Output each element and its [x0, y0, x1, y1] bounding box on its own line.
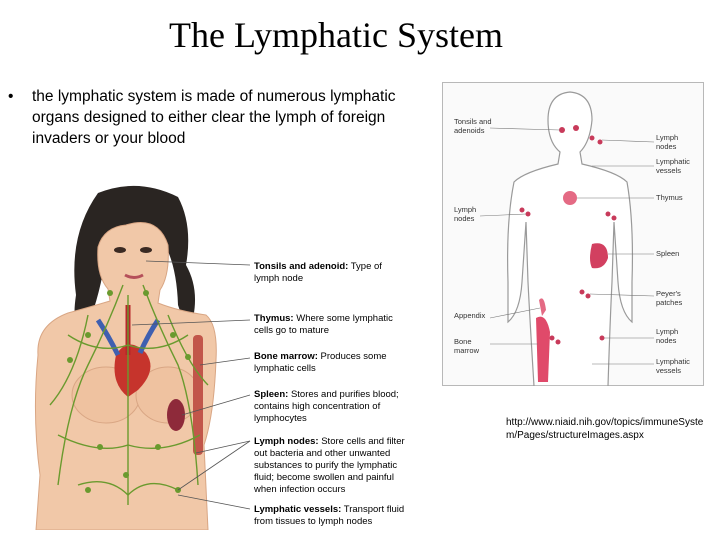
label-lymphatic-vessels-2: vessels [656, 166, 681, 175]
callout-bone-marrow-bold: Bone marrow: [254, 351, 318, 362]
svg-text:Tonsils and adenoid: Type of: Tonsils and adenoid: Type of [254, 261, 382, 272]
label-peyers-1: Peyer's [656, 289, 681, 298]
bullet-symbol: • [8, 88, 14, 105]
label-lymph-nodes-left-1: Lymph [454, 205, 476, 214]
label-thymus: Thymus [656, 193, 683, 202]
appendix-shape [539, 298, 546, 316]
callout-lines [131, 260, 251, 510]
callout-tonsils-rest: Type of [348, 261, 382, 272]
bullet-text: the lymphatic system is made of numerous… [32, 88, 396, 147]
callout-lymphatic-vessels-bold: Lymphatic vessels: [254, 504, 341, 515]
callout-lymph-nodes-line2: out bacteria and other unwanted [254, 448, 390, 459]
svg-text:Spleen: Stores and purifies bl: Spleen: Stores and purifies blood; [254, 389, 399, 400]
diagram-labels-left: Tonsils and adenoids Lymph nodes Appendi… [454, 117, 492, 355]
label-bone-marrow-2: marrow [454, 346, 480, 355]
female-lymphatic-illustration: Tonsils and adenoid: Type of lymph node … [34, 185, 405, 530]
lymph-node-dots [67, 290, 191, 493]
callout-spleen-rest: Stores and purifies blood; [288, 389, 398, 400]
callout-lymph-nodes-rest: Store cells and filter [319, 436, 405, 447]
body-outline [507, 91, 634, 386]
callout-lymph-nodes-line5: when infection occurs [253, 484, 346, 495]
callout-tonsils: Tonsils and adenoid: Type of lymph node [254, 261, 382, 284]
callout-spleen-line3: lymphocytes [254, 413, 307, 424]
svg-text:Lymphatic vessels: Transport f: Lymphatic vessels: Transport fluid [254, 504, 404, 515]
label-spleen: Spleen [656, 249, 679, 258]
callout-spleen-line2: contains high concentration of [254, 401, 381, 412]
label-lymph-nodes-left-2: nodes [454, 214, 475, 223]
label-tonsils-1: Tonsils and [454, 117, 492, 126]
label-bone-marrow-1: Bone [454, 337, 472, 346]
callout-lymph-nodes-line3: substances to purify the lymphatic [254, 460, 397, 471]
callout-thymus-line2: cells go to mature [254, 325, 329, 336]
slide-title: The Lymphatic System [169, 15, 503, 55]
left-eye [114, 247, 126, 253]
svg-text:Lymph nodes: Store cells and f: Lymph nodes: Store cells and filter [254, 436, 405, 447]
svg-text:Thymus: Where some lymphatic: Thymus: Where some lymphatic [254, 313, 393, 324]
callout-lymph-nodes: Lymph nodes: Store cells and filter out … [253, 436, 405, 495]
callout-thymus-bold: Thymus: [254, 313, 294, 324]
svg-text:Bone marrow: Produces some: Bone marrow: Produces some [254, 351, 387, 362]
bone-marrow-shape [536, 316, 550, 382]
callout-lymph-nodes-bold: Lymph nodes: [254, 436, 319, 447]
callout-thymus-rest: Where some lymphatic [294, 313, 394, 324]
callout-thymus: Thymus: Where some lymphatic cells go to… [254, 313, 393, 336]
callout-lymph-nodes-line4: fluid; become swollen and painful [254, 472, 394, 483]
callout-tonsils-line2: lymph node [254, 273, 303, 284]
node-dots [519, 125, 617, 345]
source-url: http://www.niaid.nih.gov/topics/immuneSy… [506, 417, 704, 441]
label-lymph-nodes-lower-1: Lymph [656, 327, 678, 336]
callout-lymphatic-vessels-line2: from tissues to lymph nodes [254, 516, 373, 527]
callout-bone-marrow-line2: lymphatic cells [254, 363, 316, 374]
callout-spleen: Spleen: Stores and purifies blood; conta… [254, 389, 399, 424]
label-lymph-nodes-right-2: nodes [656, 142, 677, 151]
diagram-labels-right: Lymph nodes Lymphatic vessels Thymus Spl… [656, 133, 690, 375]
thymus-organ [563, 191, 577, 205]
callout-lymphatic-vessels-rest: Transport fluid [341, 504, 404, 515]
label-tonsils-2: adenoids [454, 126, 485, 135]
heart-shape [114, 344, 151, 397]
callout-spleen-bold: Spleen: [254, 389, 288, 400]
label-lymphatic-vessels-lower-2: vessels [656, 366, 681, 375]
hair-shape [74, 185, 196, 335]
mouth [124, 273, 144, 279]
callout-lymphatic-vessels: Lymphatic vessels: Transport fluid from … [254, 504, 404, 527]
body-outline-lymph-diagram: Tonsils and adenoids Lymph nodes Appendi… [442, 82, 704, 386]
right-eye [140, 247, 152, 253]
spleen-shape [590, 243, 608, 269]
label-appendix-1: Appendix [454, 311, 486, 320]
arm-bone [193, 335, 203, 455]
label-peyers-2: patches [656, 298, 683, 307]
spleen-organ [167, 399, 185, 431]
label-lymph-nodes-lower-2: nodes [656, 336, 677, 345]
label-lymphatic-vessels-1: Lymphatic [656, 157, 690, 166]
callout-bone-marrow: Bone marrow: Produces some lymphatic cel… [254, 351, 387, 374]
label-lymphatic-vessels-lower-1: Lymphatic [656, 357, 690, 366]
vein-blue [95, 318, 161, 357]
bullet-point: • the lymphatic system is made of numero… [8, 86, 428, 149]
callout-bone-marrow-rest: Produces some [318, 351, 387, 362]
callout-tonsils-bold: Tonsils and adenoid: [254, 261, 348, 272]
label-lymph-nodes-right-1: Lymph [656, 133, 678, 142]
diagram-callout-lines [479, 127, 655, 365]
